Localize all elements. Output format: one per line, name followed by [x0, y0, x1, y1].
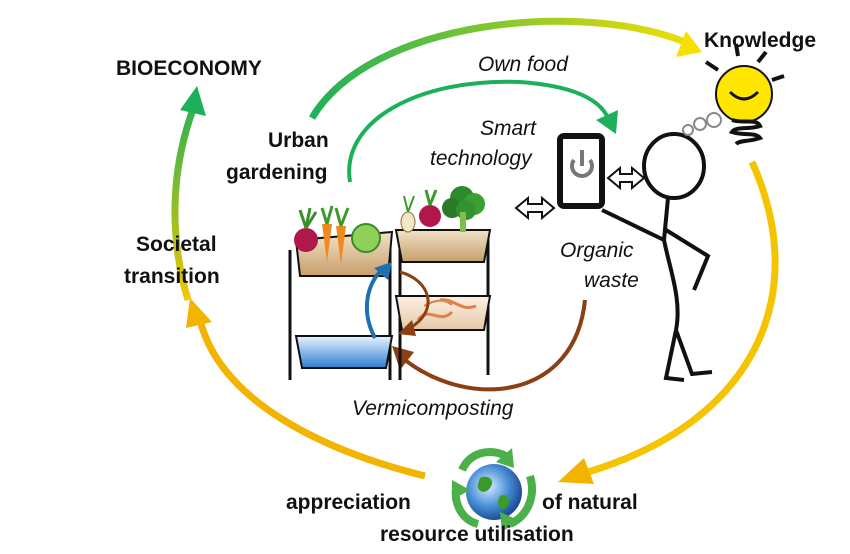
waste-label: waste	[584, 269, 639, 292]
vegetables	[294, 186, 485, 264]
arrow-top-head	[676, 31, 702, 57]
appreciation-label: appreciation	[286, 491, 411, 514]
bioeconomy-label: BIOECONOMY	[116, 57, 262, 80]
own-food-arrow-head	[596, 110, 618, 134]
compost-arrow	[399, 270, 430, 330]
gardening-label: gardening	[226, 161, 328, 184]
vermicomposting-label: Vermicomposting	[352, 397, 514, 420]
water-arrow	[365, 268, 384, 339]
smart-label: Smart	[480, 117, 537, 140]
societal-label: Societal	[136, 233, 217, 256]
arrow-bottom-left-head	[186, 298, 212, 328]
organic-label: Organic	[560, 239, 634, 262]
double-arrow-garden-phone-icon	[514, 195, 556, 221]
stick-figure-icon	[601, 132, 713, 382]
arrow-right	[586, 160, 779, 476]
compost-arrow-head	[398, 320, 416, 336]
urban-label: Urban	[268, 129, 329, 152]
vermicomposting-arrow-head	[392, 346, 414, 370]
transition-label: transition	[124, 265, 220, 288]
vermicomposting-arrow	[403, 299, 587, 392]
arrow-right-head	[558, 458, 594, 484]
water-arrow-head	[374, 262, 392, 280]
own-food-label: Own food	[478, 53, 568, 76]
resource-utilisation-label: resource utilisation	[380, 523, 574, 546]
garden-rack	[288, 229, 492, 380]
power-button-icon	[557, 133, 605, 209]
arrow-top	[308, 17, 687, 120]
technology-label: technology	[430, 147, 532, 170]
arrow-left	[171, 110, 196, 302]
lightbulb-icon	[704, 43, 785, 146]
own-food-arrow	[347, 79, 610, 183]
arrow-bottom-left	[196, 319, 426, 480]
knowledge-label: Knowledge	[704, 29, 817, 52]
arrow-left-head	[180, 86, 206, 116]
double-arrow-phone-person-icon	[606, 165, 646, 191]
of-natural-label: of natural	[542, 491, 638, 514]
recycle-globe-icon	[451, 448, 536, 532]
